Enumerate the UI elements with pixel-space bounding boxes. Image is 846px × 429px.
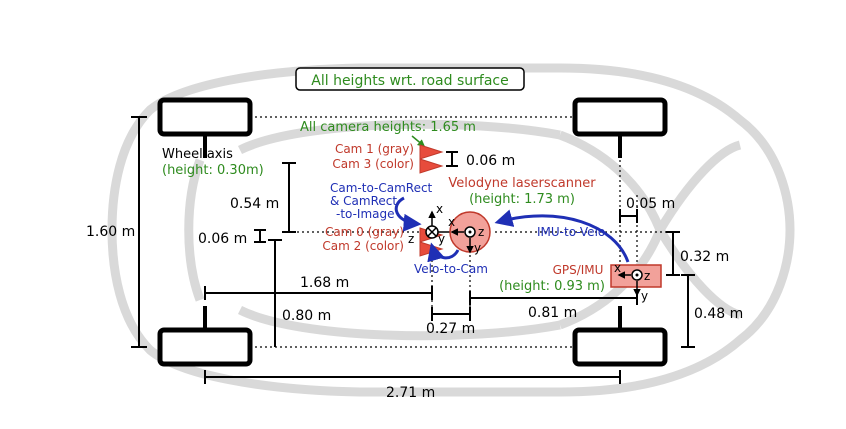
camera-icon-top	[419, 144, 444, 174]
wheels	[157, 97, 668, 367]
title-box	[295, 67, 525, 91]
cam-rect-label-3: -to-Image	[336, 207, 395, 221]
wheel-front-right	[572, 327, 668, 367]
dim-0-81-label: 0.81 m	[528, 305, 577, 321]
dim-1-68	[204, 286, 433, 300]
velodyne-frame	[450, 226, 476, 254]
wheel-axis-label: Wheel axis	[162, 147, 233, 162]
gps-imu-label: GPS/IMU	[553, 263, 604, 277]
dim-2-71-label: 2.71 m	[386, 385, 435, 401]
cam-rect-label-1: Cam-to-CamRect	[330, 181, 433, 195]
cam-rect-label-2: & CamRect	[330, 194, 397, 208]
velo-axis-x: x	[448, 215, 455, 229]
cam0-label: Cam 0 (gray)	[325, 225, 404, 239]
dim-2-71	[204, 370, 621, 384]
dim-1-60	[131, 116, 147, 348]
dim-0-27	[431, 307, 471, 321]
dim-0-06-left	[254, 229, 266, 243]
velo-axis-z: z	[478, 225, 484, 239]
wheel-front-left	[572, 97, 668, 137]
cam3-label: Cam 3 (color)	[332, 157, 414, 171]
cam-rect-arrow	[394, 196, 422, 232]
dim-0-54	[282, 162, 296, 233]
dim-0-80-label: 0.80 m	[282, 308, 331, 324]
dim-0-32-label: 0.32 m	[680, 249, 729, 265]
dim-0-06-top	[446, 151, 458, 167]
dim-1-60-label: 1.60 m	[86, 224, 135, 240]
dim-0-48	[681, 274, 695, 348]
wheel-rear-left	[157, 97, 253, 137]
car-outline	[107, 63, 795, 397]
cam-axis-y: y	[438, 232, 445, 246]
cam-axis-x: x	[436, 202, 443, 216]
velodyne-label: Velodyne laserscanner	[448, 176, 596, 191]
velo-to-cam-arrow	[427, 242, 460, 263]
cam-axis-z: z	[408, 232, 414, 246]
cam2-label: Cam 2 (color)	[322, 239, 404, 253]
velodyne-height: (height: 1.73 m)	[469, 192, 575, 207]
velo-axis-y: y	[474, 241, 481, 255]
dim-0-05	[619, 209, 638, 223]
dim-0-06-top-label: 0.06 m	[466, 153, 515, 169]
gps-imu-frame	[617, 269, 643, 297]
imu-to-velo-label: IMU-to-Velo	[537, 225, 605, 239]
gps-axis-x: x	[614, 261, 621, 275]
gps-imu-height: (height: 0.93 m)	[499, 279, 605, 294]
camera-frame	[425, 210, 454, 239]
cam1-label: Cam 1 (gray)	[335, 142, 414, 156]
dim-0-06-left-label: 0.06 m	[198, 231, 247, 247]
dim-0-27-label: 0.27 m	[426, 321, 475, 337]
dim-1-68-label: 1.68 m	[300, 275, 349, 291]
gps-axis-z: z	[644, 269, 650, 283]
wheel-axles	[203, 134, 622, 330]
wheelbase-dotted-lines	[250, 116, 575, 348]
wheel-rear-right	[157, 327, 253, 367]
gps-axis-y: y	[641, 289, 648, 303]
camera-heights-label: All camera heights: 1.65 m	[300, 120, 476, 135]
dim-0-32	[666, 231, 680, 276]
dim-0-05-label: 0.05 m	[626, 196, 675, 212]
wheel-axis-height: (height: 0.30m)	[162, 163, 264, 178]
velo-to-cam-label: Velo-to-Cam	[414, 262, 488, 276]
dim-0-48-label: 0.48 m	[694, 306, 743, 322]
imu-to-velo-arrow	[494, 209, 630, 263]
dim-0-54-label: 0.54 m	[230, 196, 279, 212]
title: All heights wrt. road surface	[311, 73, 508, 89]
